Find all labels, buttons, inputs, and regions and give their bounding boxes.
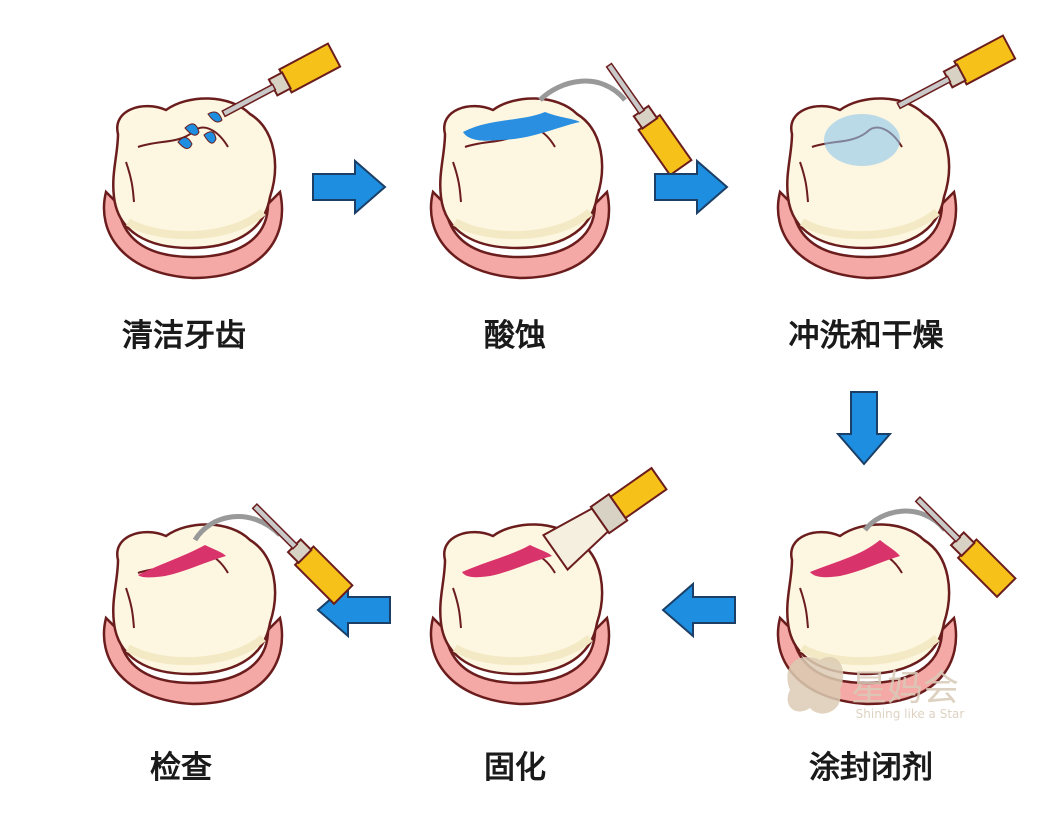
step-label: 清洁牙齿 xyxy=(122,318,246,354)
sealant xyxy=(462,545,552,578)
step-clean-teeth: 清洁牙齿 xyxy=(104,42,342,354)
step-apply-sealant: 涂封闭剂 xyxy=(778,489,1017,786)
etch-gel xyxy=(463,112,580,141)
curing-brush xyxy=(542,466,668,572)
step-label: 固化 xyxy=(484,750,546,786)
sealant xyxy=(138,545,226,578)
water-drops xyxy=(177,111,223,149)
watermark-slogan: Shining like a Star xyxy=(856,707,965,721)
arrow-down-icon xyxy=(837,391,891,465)
step-rinse-dry: 冲洗和干燥 xyxy=(778,34,1017,354)
star-logo-icon xyxy=(787,656,844,714)
watermark: 星妈会 Shining like a Star xyxy=(787,656,965,721)
arrow-right-icon xyxy=(312,160,386,214)
step-label: 酸蚀 xyxy=(484,318,546,354)
step-label: 检查 xyxy=(150,750,212,786)
etch-applicator xyxy=(597,56,693,177)
step-label: 涂封闭剂 xyxy=(809,750,933,786)
watermark-name: 星妈会 xyxy=(851,668,959,709)
step-acid-etch: 酸蚀 xyxy=(431,56,693,354)
step-inspection: 检查 xyxy=(104,496,354,786)
sealant xyxy=(810,540,900,578)
arrow-left-icon xyxy=(662,583,736,637)
step-curing: 固化 xyxy=(431,466,668,786)
step-label: 冲洗和干燥 xyxy=(789,318,945,354)
air-spray xyxy=(824,114,900,166)
